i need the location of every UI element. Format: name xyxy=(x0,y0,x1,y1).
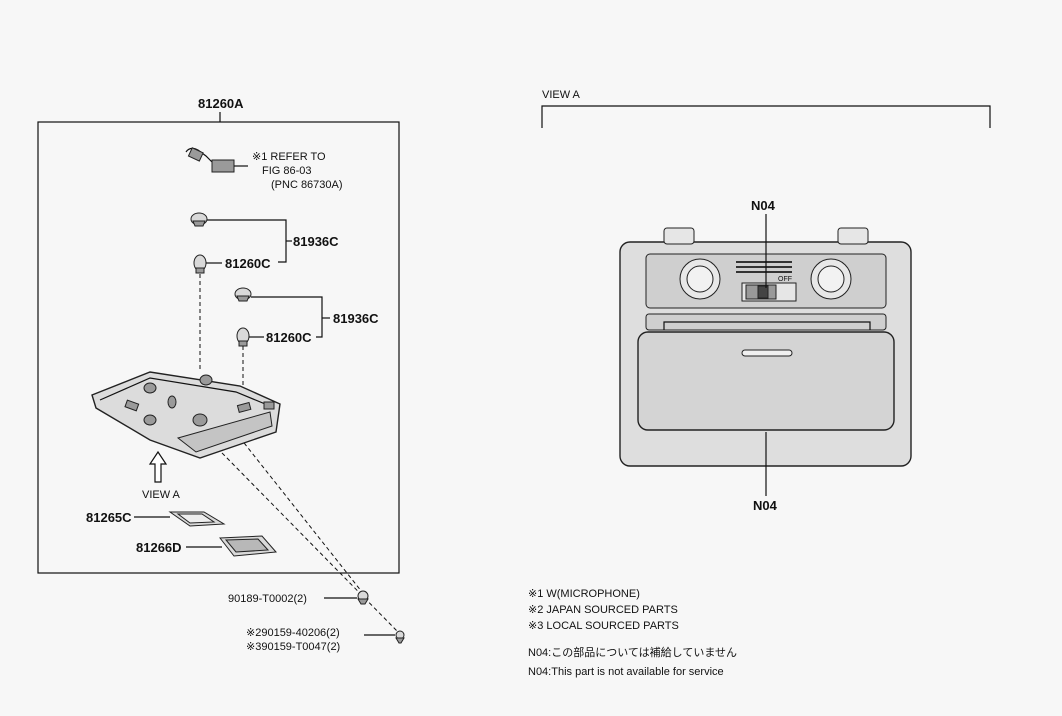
screw-90159-part xyxy=(395,630,405,644)
note-local-sourced: ※3 LOCAL SOURCED PARTS xyxy=(528,620,679,632)
part-81260c-label-b: 81260C xyxy=(266,330,312,345)
lamp-switch xyxy=(741,282,797,302)
lens-81266d-part xyxy=(219,535,278,557)
part-90159-label-b: ※390159-T0047(2) xyxy=(246,641,340,653)
n04-callout-top: N04 xyxy=(751,198,776,213)
switch-off-label: OFF xyxy=(778,276,792,283)
view-a-arrow-label: VIEW A xyxy=(142,489,181,501)
lens-81265c-part xyxy=(168,511,226,527)
lens-part-upper xyxy=(190,212,208,227)
microphone-grille xyxy=(736,261,792,273)
part-81936c-label-b: 81936C xyxy=(333,311,379,326)
note-microphone: ※1 W(MICROPHONE) xyxy=(528,588,640,600)
part-81266d-label: 81266D xyxy=(136,540,182,555)
note-n04-english: N04:This part is not available for servi… xyxy=(528,666,724,678)
part-81260c-label-a: 81260C xyxy=(225,256,271,271)
refer-note-line3: (PNC 86730A) xyxy=(271,179,343,191)
map-lamp-right-icon xyxy=(810,258,852,300)
console-front-view: OFF xyxy=(619,227,912,467)
n04-callout-bottom: N04 xyxy=(753,498,778,513)
overhead-console-housing xyxy=(91,371,281,459)
part-90189-label: 90189-T0002(2) xyxy=(228,593,307,605)
bulb-part-upper xyxy=(193,254,207,274)
note-japan-sourced: ※2 JAPAN SOURCED PARTS xyxy=(528,604,678,616)
part-81265c-label: 81265C xyxy=(86,510,132,525)
assembly-number-label: 81260A xyxy=(198,96,244,111)
leader-81936c-b xyxy=(251,296,323,338)
view-a-title: VIEW A xyxy=(542,89,581,101)
refer-note-line1: ※1 REFER TO xyxy=(252,151,326,163)
view-a-arrow-icon xyxy=(148,450,168,483)
view-a-bracket xyxy=(541,105,991,128)
microphone-connector-part xyxy=(185,147,248,173)
lens-part-lower xyxy=(234,287,252,302)
part-81936c-label-a: 81936C xyxy=(293,234,339,249)
note-n04-japanese: N04:この部品については補給していません xyxy=(528,645,737,659)
assembly-frame xyxy=(37,112,400,574)
part-90159-label-a: ※290159-40206(2) xyxy=(246,627,340,639)
sunglass-holder-door xyxy=(637,321,895,431)
refer-note-line2: FIG 86-03 xyxy=(262,165,312,177)
map-lamp-left-icon xyxy=(679,258,721,300)
bulb-part-lower xyxy=(236,327,250,347)
clip-90189-part xyxy=(357,590,369,605)
